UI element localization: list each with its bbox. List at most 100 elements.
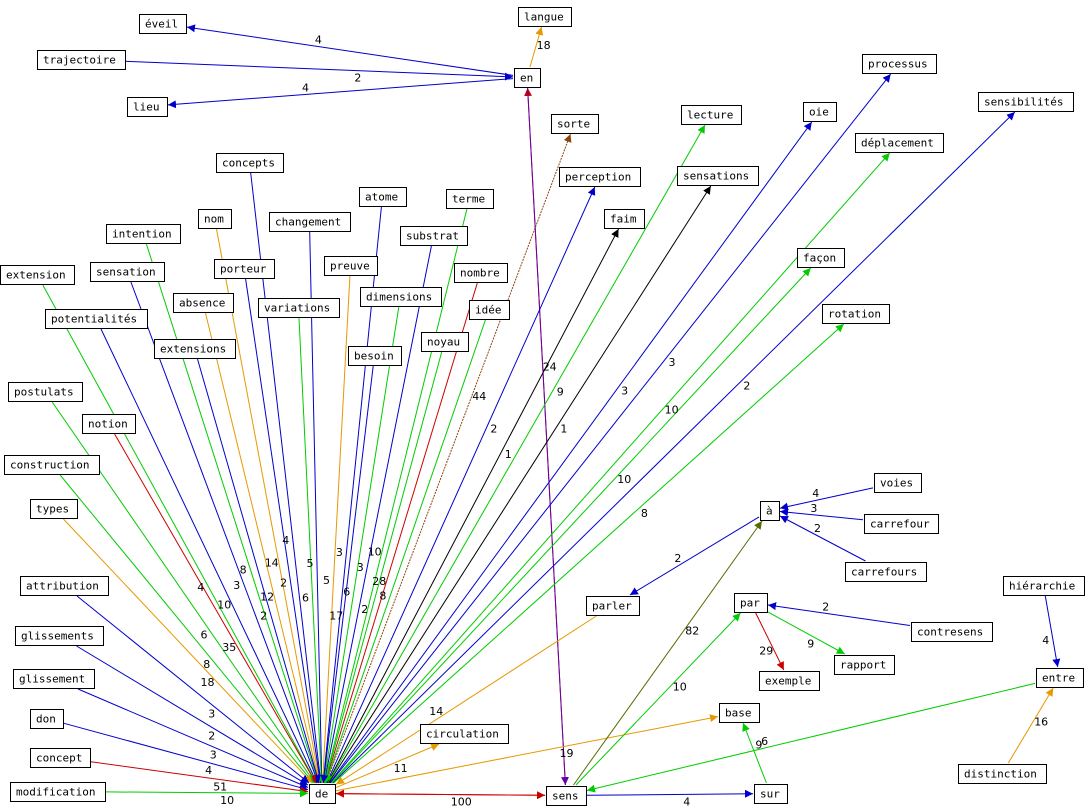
- node-concept[interactable]: concept: [30, 748, 91, 768]
- node-glissements[interactable]: glissements: [15, 626, 104, 646]
- node-box: [82, 414, 136, 434]
- node-parler[interactable]: parler: [586, 596, 640, 616]
- node-porteur[interactable]: porteur: [214, 259, 275, 279]
- node-sur[interactable]: sur: [754, 784, 788, 804]
- node-label: entre: [1042, 672, 1075, 685]
- node-carrefours[interactable]: carrefours: [845, 562, 927, 582]
- node-de[interactable]: de: [309, 784, 336, 804]
- node-substrat[interactable]: substrat: [400, 226, 468, 246]
- node-lieu[interactable]: lieu: [127, 97, 168, 117]
- node-facon[interactable]: façon: [797, 248, 845, 268]
- node-changement[interactable]: changement: [269, 212, 351, 232]
- node-notion[interactable]: notion: [82, 414, 136, 434]
- node-box: [681, 105, 742, 125]
- edge-weight-label: 100: [451, 796, 472, 809]
- node-box: [803, 102, 837, 122]
- node-absence[interactable]: absence: [173, 293, 234, 313]
- node-par[interactable]: par: [734, 593, 768, 613]
- node-box: [797, 248, 845, 268]
- node-label: glissements: [21, 630, 94, 643]
- node-label: sorte: [557, 118, 590, 131]
- node-box: [348, 346, 402, 366]
- node-en[interactable]: en: [514, 68, 541, 88]
- node-deplacement[interactable]: déplacement: [855, 133, 944, 153]
- node-base[interactable]: base: [719, 703, 760, 723]
- node-box: [216, 153, 284, 173]
- edge-de-faim: [327, 228, 619, 784]
- node-rotation[interactable]: rotation: [822, 304, 890, 324]
- node-intention[interactable]: intention: [106, 224, 181, 244]
- nodes-layer: éveil langue trajectoire en lieu processus lec…: [0, 7, 1085, 806]
- node-distinction[interactable]: distinction: [958, 764, 1047, 784]
- node-modification[interactable]: modification: [10, 782, 106, 802]
- edge-carrefours-a: [779, 515, 866, 562]
- node-noyau[interactable]: noyau: [421, 332, 469, 352]
- node-construction[interactable]: construction: [4, 455, 100, 475]
- node-atome[interactable]: atome: [359, 187, 407, 207]
- node-voies[interactable]: voies: [874, 473, 922, 493]
- node-sensations[interactable]: sensations: [677, 166, 759, 186]
- node-extensions[interactable]: extensions: [154, 339, 236, 359]
- node-hierarchie[interactable]: hiérarchie: [1003, 576, 1085, 596]
- node-box: [546, 786, 587, 806]
- node-box: [834, 655, 895, 675]
- node-trajectoire[interactable]: trajectoire: [37, 50, 126, 70]
- node-carrefour[interactable]: carrefour: [864, 514, 939, 534]
- edge-idee-de: [324, 319, 486, 784]
- node-box: [1003, 576, 1085, 596]
- node-label: preuve: [330, 260, 370, 273]
- node-lecture[interactable]: lecture: [681, 105, 742, 125]
- node-langue[interactable]: langue: [518, 7, 572, 27]
- node-besoin[interactable]: besoin: [348, 346, 402, 366]
- node-glissement[interactable]: glissement: [13, 669, 95, 689]
- node-sens[interactable]: sens: [546, 786, 587, 806]
- node-nombre[interactable]: nombre: [454, 263, 508, 283]
- node-idee[interactable]: idée: [469, 300, 510, 320]
- node-box: [258, 298, 340, 318]
- edge-weight-label: 4: [282, 534, 289, 547]
- node-a[interactable]: à: [760, 501, 780, 521]
- node-terme[interactable]: terme: [446, 189, 494, 209]
- node-processus[interactable]: processus: [862, 54, 937, 74]
- node-sensation[interactable]: sensation: [90, 262, 165, 282]
- node-circulation[interactable]: circulation: [420, 724, 509, 744]
- edge-weight-label: 2: [354, 72, 361, 85]
- edge-weight-label: 2: [814, 522, 821, 535]
- node-box: [4, 455, 100, 475]
- node-faim[interactable]: faim: [604, 209, 645, 229]
- node-label: sensibilités: [984, 96, 1063, 109]
- node-entre[interactable]: entre: [1036, 668, 1084, 688]
- node-don[interactable]: don: [30, 709, 64, 729]
- node-sensibilites[interactable]: sensibilités: [978, 92, 1074, 112]
- node-nom[interactable]: nom: [198, 209, 232, 229]
- node-variations[interactable]: variations: [258, 298, 340, 318]
- node-box: [759, 671, 820, 691]
- node-sorte[interactable]: sorte: [551, 114, 599, 134]
- edge-weight-label: 14: [429, 705, 443, 718]
- node-potentialites[interactable]: potentialités: [45, 309, 148, 329]
- edge-en-eveil: [186, 24, 514, 76]
- node-label: potentialités: [51, 313, 137, 326]
- node-types[interactable]: types: [30, 499, 78, 519]
- node-attribution[interactable]: attribution: [20, 576, 109, 596]
- edge-weight-label: 10: [617, 473, 631, 486]
- node-exemple[interactable]: exemple: [759, 671, 820, 691]
- node-rapport[interactable]: rapport: [834, 655, 895, 675]
- node-oie[interactable]: oie: [803, 102, 837, 122]
- node-label: en: [520, 72, 533, 85]
- node-label: nom: [204, 213, 224, 226]
- node-postulats[interactable]: postulats: [8, 382, 83, 402]
- node-label: variations: [264, 302, 330, 315]
- node-extension[interactable]: extension: [0, 265, 75, 285]
- node-concepts[interactable]: concepts: [216, 153, 284, 173]
- node-preuve[interactable]: preuve: [324, 256, 378, 276]
- node-contresens[interactable]: contresens: [911, 622, 993, 642]
- node-label: hiérarchie: [1009, 580, 1075, 593]
- node-eveil[interactable]: éveil: [139, 14, 187, 34]
- edge-weight-label: 3: [810, 502, 817, 515]
- node-perception[interactable]: perception: [559, 167, 641, 187]
- node-dimensions[interactable]: dimensions: [360, 287, 442, 307]
- edge-weight-label: 19: [560, 747, 574, 760]
